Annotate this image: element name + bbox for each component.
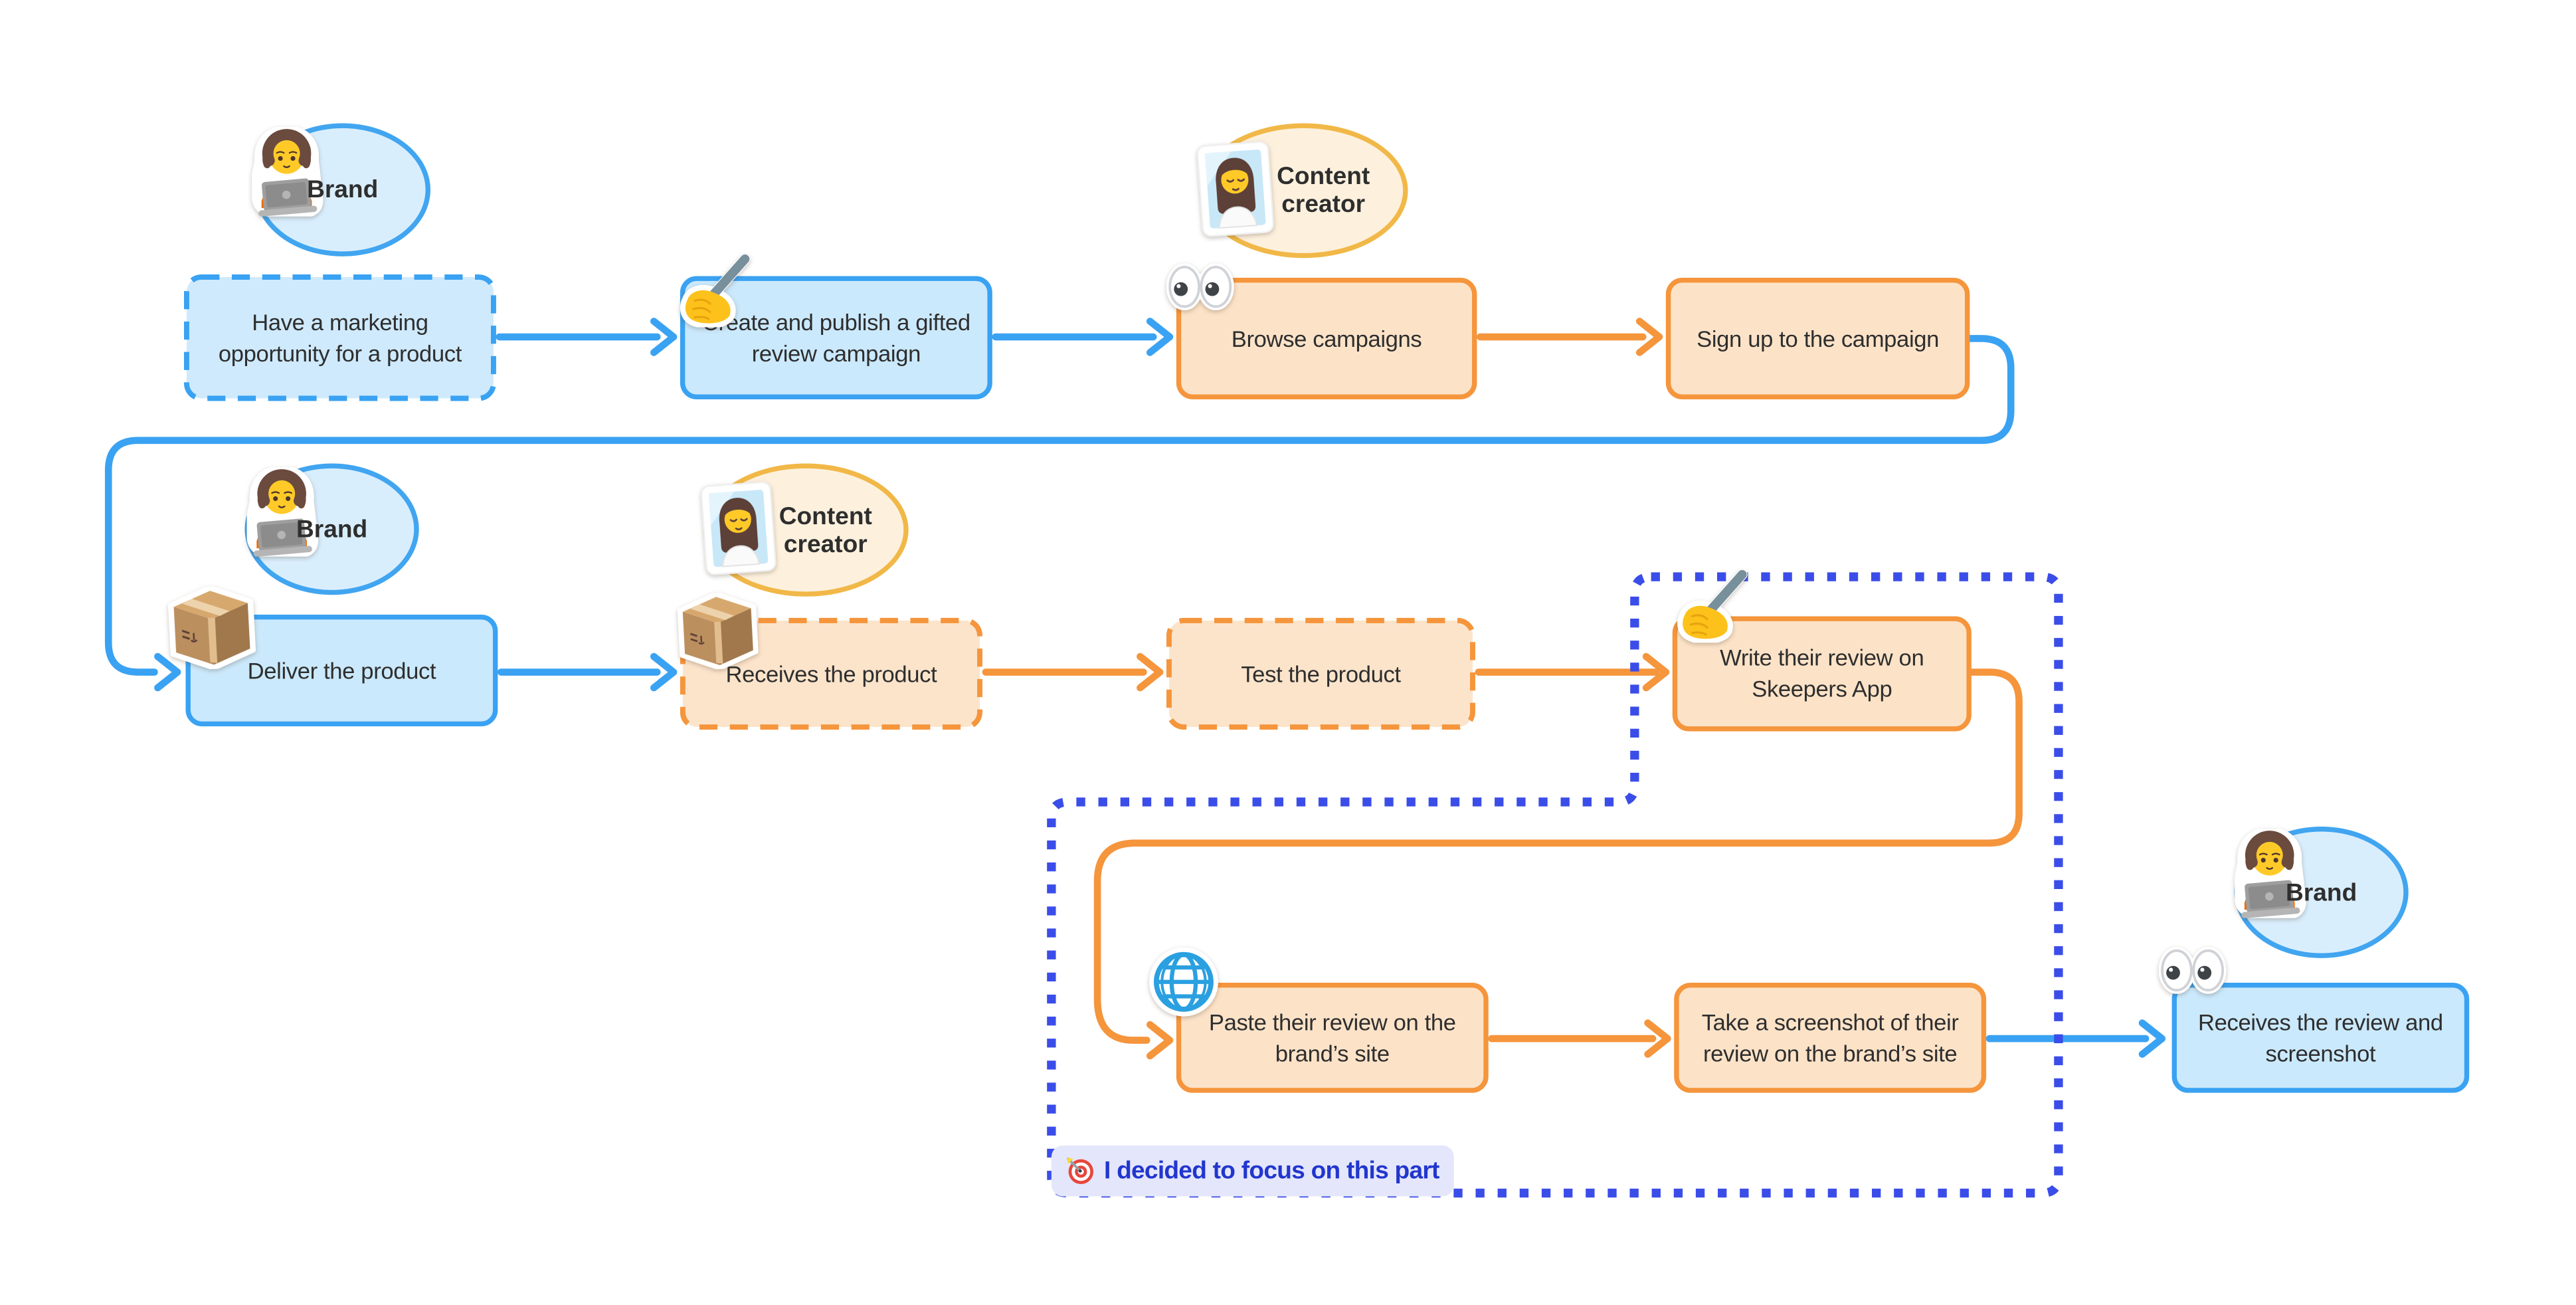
node-receives-review[interactable]: Receives the review and screenshot xyxy=(2171,982,2470,1093)
woman-portrait-icon xyxy=(1194,139,1276,239)
globe-icon xyxy=(1149,947,1219,1017)
node-test-product[interactable]: Test the product xyxy=(1241,659,1401,686)
focus-region-border[interactable] xyxy=(1047,572,2063,1198)
eyes-icon xyxy=(1166,263,1236,311)
dart-target-icon xyxy=(1066,1157,1094,1185)
package-icon xyxy=(167,583,256,672)
writing-hand-icon xyxy=(675,253,754,329)
dashed-node-shapes xyxy=(183,274,1475,730)
blue-connectors xyxy=(104,318,2166,1058)
eyes-icon xyxy=(2159,947,2228,995)
node-create-publish-campaign[interactable]: Create and publish a gifted review campa… xyxy=(680,276,992,399)
node-take-screenshot[interactable]: Take a screenshot of their review on the… xyxy=(1674,982,1987,1093)
woman-portrait-icon xyxy=(698,479,779,577)
node-sign-up-campaign[interactable]: Sign up to the campaign xyxy=(1665,277,1970,399)
node-have-marketing-opportunity[interactable]: Have a marketing opportunity for a produ… xyxy=(218,308,462,366)
node-receives-product[interactable]: Receives the product xyxy=(725,659,937,686)
orange-connectors xyxy=(982,318,2023,1060)
focus-annotation[interactable]: I decided to focus on this part xyxy=(1051,1145,1454,1197)
node-paste-review[interactable]: Paste their review on the brand’s site xyxy=(1176,982,1489,1093)
package-icon xyxy=(676,589,759,672)
person-technologist-icon xyxy=(240,466,323,557)
writing-hand-icon xyxy=(1673,569,1752,645)
